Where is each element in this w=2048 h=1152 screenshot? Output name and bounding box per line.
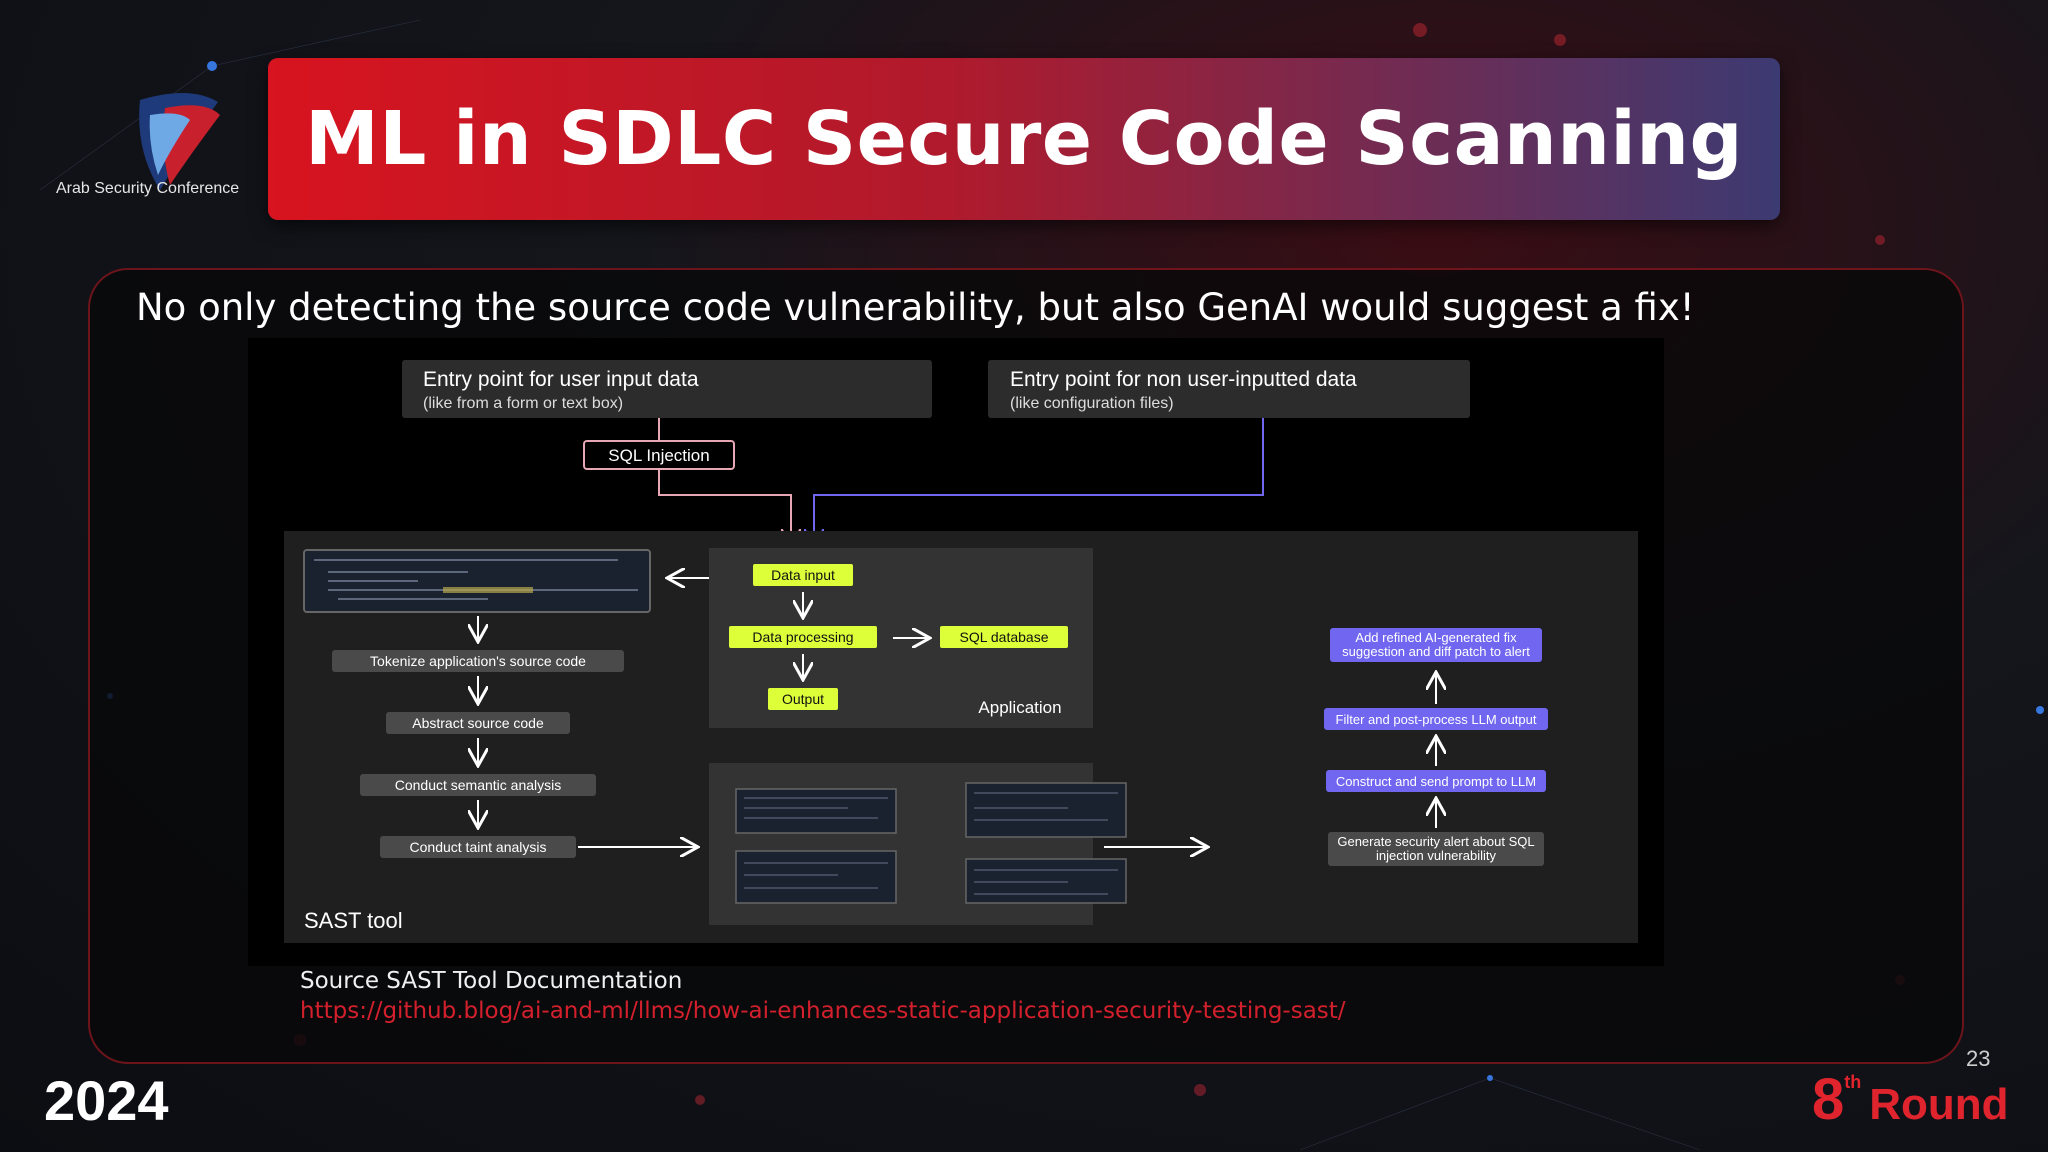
sast-step-taint bbox=[380, 836, 576, 858]
output-label: Output bbox=[782, 691, 824, 707]
entry-non-user-subtitle: (like configuration files) bbox=[1010, 395, 1174, 412]
sast-step-taint-label: Conduct taint analysis bbox=[410, 839, 547, 855]
llm-step-filter-label: Filter and post-process LLM output bbox=[1336, 712, 1537, 727]
round-suffix: th bbox=[1844, 1072, 1862, 1092]
sql-database-box bbox=[940, 626, 1068, 648]
llm-step-filter bbox=[1324, 708, 1548, 730]
llm-step-alert-label: Generate security alert about SQL bbox=[1337, 834, 1534, 849]
sast-step-semantic-label: Conduct semantic analysis bbox=[395, 777, 562, 793]
round-badge: 8th Round bbox=[1812, 1066, 2009, 1133]
conference-logo bbox=[139, 92, 220, 190]
sast-tool-label: SAST tool bbox=[304, 908, 403, 933]
llm-step-add-fix-label: Add refined AI-generated fix bbox=[1355, 630, 1517, 645]
sql-injection-arrow bbox=[658, 469, 791, 545]
application-label: Application bbox=[978, 698, 1061, 717]
title-bar: ML in SDLC Secure Code Scanning bbox=[268, 58, 1780, 220]
llm-step-prompt bbox=[1326, 770, 1546, 792]
entry-user-subtitle: (like from a form or text box) bbox=[423, 395, 623, 412]
slide-title: ML in SDLC Secure Code Scanning bbox=[305, 96, 1743, 182]
sast-step-tokenize-label: Tokenize application's source code bbox=[370, 653, 586, 669]
entry-user-title: Entry point for user input data bbox=[423, 368, 699, 391]
llm-step-alert bbox=[1328, 832, 1544, 866]
source-label: Source SAST Tool Documentation bbox=[300, 968, 683, 994]
page-number: 23 bbox=[1966, 1046, 1991, 1071]
entry-non-user-box bbox=[988, 360, 1470, 418]
sast-step-semantic bbox=[360, 774, 596, 796]
data-input-box bbox=[753, 564, 853, 586]
sql-database-label: SQL database bbox=[960, 629, 1049, 645]
output-box bbox=[768, 688, 838, 710]
sast-step-abstract-label: Abstract source code bbox=[412, 715, 544, 731]
entry-non-user-title: Entry point for non user-inputted data bbox=[1010, 368, 1357, 391]
sast-diagram: Entry point for user input data (like fr… bbox=[248, 338, 1664, 966]
config-arrow bbox=[814, 418, 1264, 545]
code-snippet bbox=[303, 549, 651, 613]
sast-step-abstract bbox=[386, 712, 570, 734]
slide-subtitle: No only detecting the source code vulner… bbox=[136, 286, 1695, 329]
sast-step-tokenize bbox=[332, 650, 624, 672]
year-label: 2024 bbox=[44, 1069, 169, 1132]
data-processing-label: Data processing bbox=[752, 629, 853, 645]
round-number: 8 bbox=[1812, 1067, 1845, 1132]
llm-step-add-fix bbox=[1330, 628, 1542, 662]
sql-injection-label: SQL Injection bbox=[608, 446, 709, 465]
round-word: Round bbox=[1869, 1080, 2009, 1129]
data-input-label: Data input bbox=[771, 567, 835, 583]
data-processing-box bbox=[729, 626, 877, 648]
entry-user-box bbox=[402, 360, 932, 418]
llm-step-add-fix-label-2: suggestion and diff patch to alert bbox=[1342, 644, 1530, 659]
llm-step-alert-label-2: injection vulnerability bbox=[1376, 848, 1496, 863]
llm-step-prompt-label: Construct and send prompt to LLM bbox=[1336, 774, 1536, 789]
logo-text: Arab Security Conference bbox=[56, 180, 240, 197]
source-link[interactable]: https://github.blog/ai-and-ml/llms/how-a… bbox=[300, 998, 1346, 1024]
